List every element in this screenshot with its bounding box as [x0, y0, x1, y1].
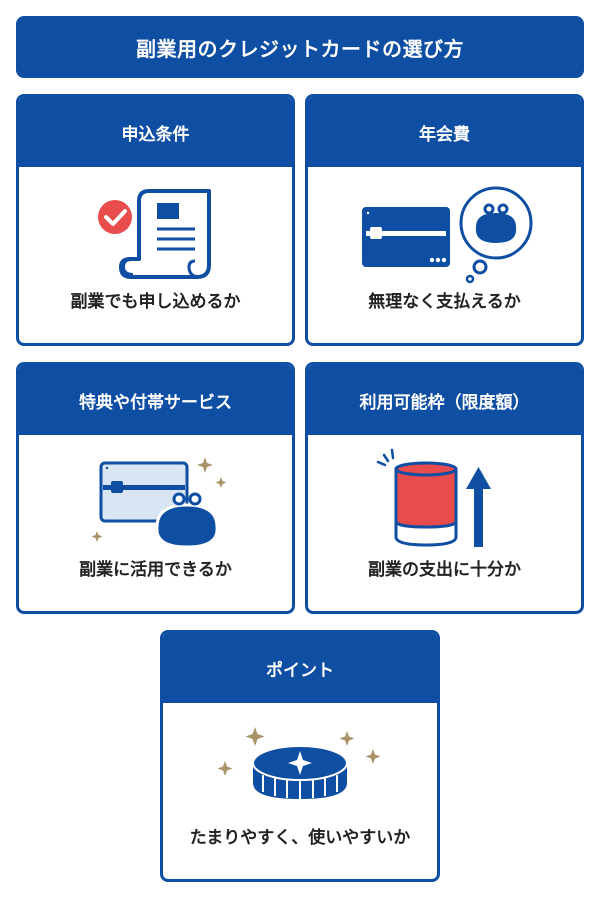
card-benefits-services: 特典や付帯サービス 副業に活用できるか: [16, 362, 295, 614]
card-caption: 副業の支出に十分か: [368, 560, 521, 580]
page-title: 副業用のクレジットカードの選び方: [16, 16, 584, 78]
card-caption: 副業に活用できるか: [79, 560, 232, 580]
card-caption: 無理なく支払えるか: [368, 292, 521, 312]
card-heading: 申込条件: [19, 97, 292, 167]
card-purse-sparkle-icon: [91, 457, 227, 549]
card-caption: たまりやすく、使いやすいか: [189, 828, 411, 848]
card-heading: 利用可能枠（限度額）: [308, 365, 581, 435]
card-credit-limit: 利用可能枠（限度額） 副業の支出に十分か: [305, 362, 584, 614]
card-caption: 副業でも申し込めるか: [70, 292, 241, 312]
card-heading: ポイント: [163, 633, 437, 703]
coin-sparkle-icon: [217, 727, 381, 799]
card-purse-thought-icon: [362, 186, 533, 284]
limit-cylinder-arrow-icon: [376, 448, 491, 547]
card-heading: 年会費: [308, 97, 581, 167]
card-annual-fee: 年会費 無理なく支払えるか: [305, 94, 584, 346]
document-check-icon: [98, 189, 211, 279]
card-heading: 特典や付帯サービス: [19, 365, 292, 435]
card-application-requirements: 申込条件 副業でも申し込めるか: [16, 94, 295, 346]
card-points: ポイント たまりやすく、使いやすいか: [160, 630, 440, 882]
